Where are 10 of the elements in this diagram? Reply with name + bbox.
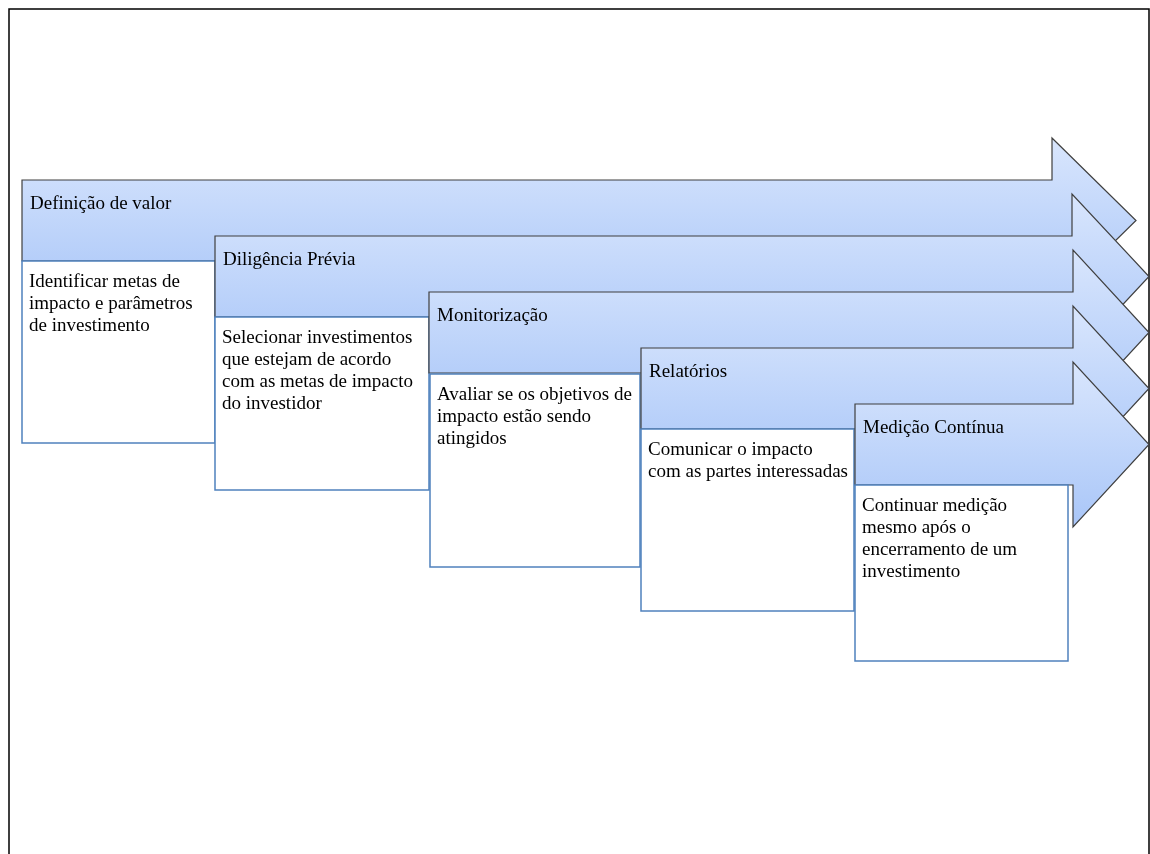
- stage-heading: Definição de valor: [30, 192, 172, 214]
- stage-heading: Diligência Prévia: [223, 248, 356, 270]
- description-text: Continuar medição mesmo após o encerramento de um investimento: [862, 494, 1019, 582]
- stage-heading: Medição Contínua: [863, 416, 1004, 438]
- stage-heading: Monitorização: [437, 304, 548, 326]
- stage-heading: Relatórios: [649, 360, 728, 382]
- description-text: Identificar metas de impacto e parâmetros de investimento: [29, 270, 194, 336]
- description-text: Comunicar o impacto com as partes interessadas: [648, 438, 849, 482]
- description-text: Selecionar investimentos que estejam de acordo com as metas de impacto do investidor: [222, 326, 414, 414]
- description-text: Avaliar se os objetivos de impacto estão sendo atingidos: [437, 383, 633, 449]
